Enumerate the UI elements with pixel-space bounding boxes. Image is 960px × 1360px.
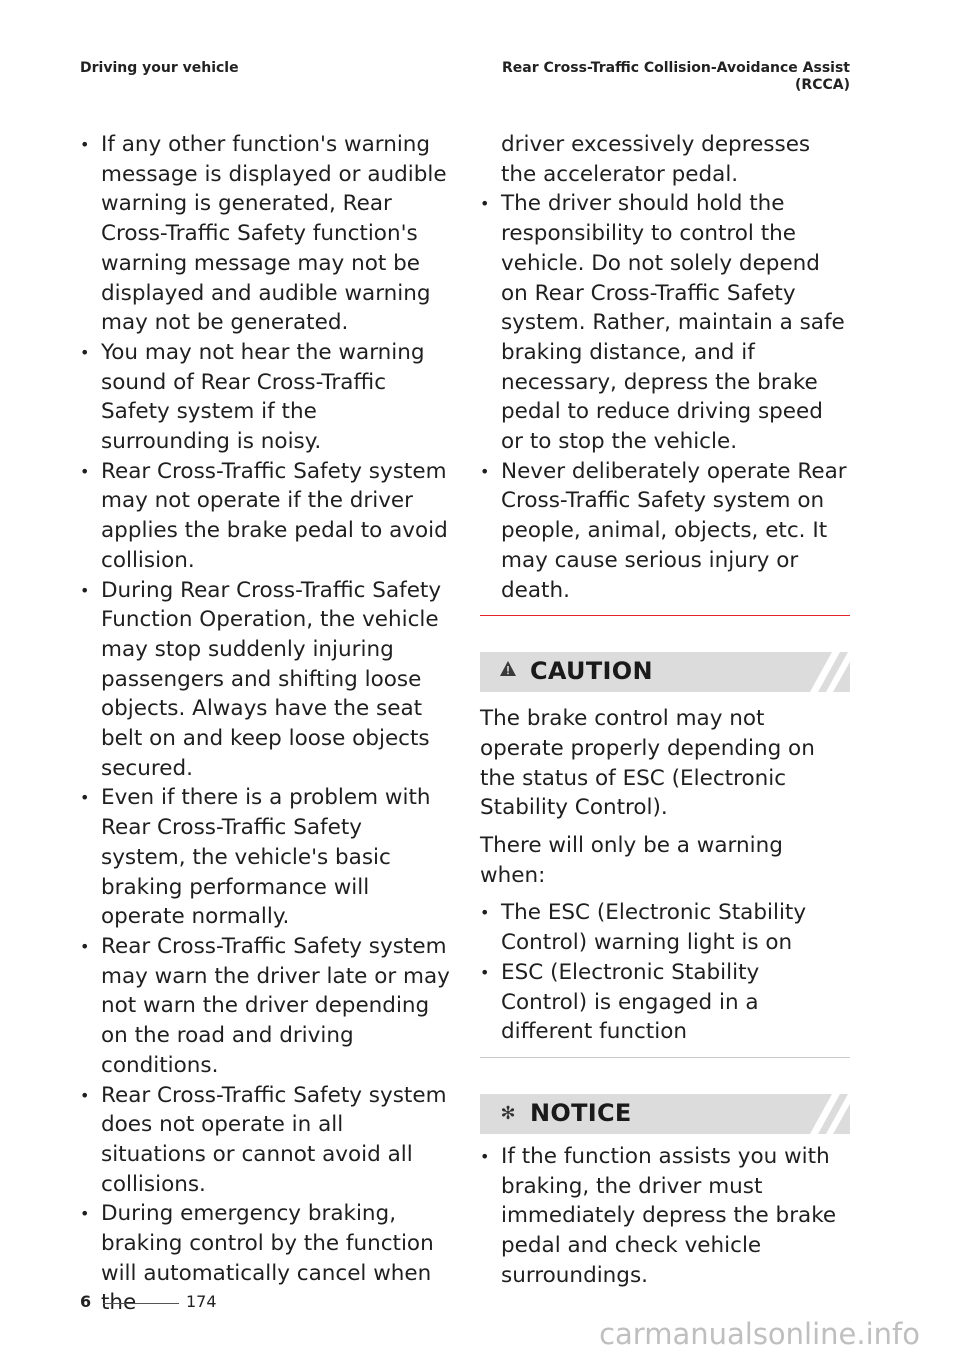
caution-paragraph: There will only be a warning when:: [480, 833, 783, 888]
topic-header: Rear Cross-Traffic Collision-Avoidance A…: [450, 60, 850, 94]
warning-separator: [480, 615, 850, 617]
list-item-text: The driver should hold the responsibilit…: [501, 191, 845, 455]
banner-slashes-decoration: [810, 652, 850, 693]
list-item-text: Never deliberately operate Rear Cross-Tr…: [501, 458, 847, 603]
list-item: • Rear Cross-Traffic Safety system may wa…: [80, 932, 450, 1081]
notice-bullet-list: • If the function assists you with brakin…: [480, 1142, 850, 1291]
bullet-dot: •: [480, 194, 490, 214]
section-header: Driving your vehicle: [80, 60, 239, 76]
list-item: • Even if there is a problem with Rear Cr…: [80, 783, 450, 932]
notice-title: NOTICE: [530, 1099, 632, 1128]
caution-title: CAUTION: [530, 657, 653, 686]
list-item-text: During emergency braking, braking contro…: [101, 1201, 434, 1316]
left-bullet-list: • If any other function's warning message…: [80, 130, 450, 1318]
topic-header-line-2: (RCCA): [795, 77, 850, 93]
list-item: • Rear Cross-Traffic Safety system may no…: [80, 457, 450, 576]
caution-separator: [480, 1056, 850, 1058]
continued-text: driver excessively depresses the acceler…: [501, 132, 811, 187]
caution-paragraph: The brake control may not operate proper…: [480, 706, 815, 821]
list-item: • ESC (Electronic Stability Control) is e…: [480, 958, 850, 1047]
list-item-text: Rear Cross-Traffic Safety system may war…: [101, 933, 450, 1078]
list-item: • Never deliberately operate Rear Cross-T…: [480, 457, 850, 606]
caution-banner: CAUTION: [480, 652, 850, 693]
list-item-text: Even if there is a problem with Rear Cro…: [101, 785, 431, 930]
list-item-text: You may not hear the warning sound of Re…: [101, 339, 425, 455]
list-item-text: If the function assists you with braking…: [501, 1143, 837, 1288]
bullet-dot: •: [80, 342, 90, 362]
list-item-text: Rear Cross-Traffic Safety system may not…: [101, 458, 448, 573]
list-item: • The ESC (Electronic Stability Control) …: [480, 898, 850, 957]
notice-banner: ✻ NOTICE: [480, 1093, 850, 1134]
bullet-dot: •: [80, 461, 90, 481]
list-item: • Rear Cross-Traffic Safety system does n…: [80, 1081, 450, 1200]
list-item-text: If any other function's warning message …: [101, 132, 447, 336]
left-column: • If any other function's warning message…: [80, 130, 450, 1318]
bullet-dot: •: [480, 903, 490, 923]
right-column: driver excessively depresses the acceler…: [480, 130, 850, 1291]
list-item-text: During Rear Cross-Traffic Safety Functio…: [101, 577, 442, 781]
bullet-dot: •: [80, 1204, 90, 1224]
bullet-dot: •: [80, 135, 90, 154]
list-item: • The driver should hold the responsibili…: [480, 189, 850, 456]
list-item: • You may not hear the warning sound of R…: [80, 338, 450, 457]
list-item-text: Rear Cross-Traffic Safety system does no…: [101, 1082, 447, 1197]
bullet-dot: •: [480, 962, 490, 982]
banner-slashes-decoration: [810, 1093, 850, 1134]
list-item: • During emergency braking, braking contr…: [80, 1199, 450, 1318]
list-item-text: The ESC (Electronic Stability Control) w…: [501, 900, 807, 956]
watermark: carmanualsonline.info: [599, 1317, 920, 1351]
page-number: 174: [186, 1292, 217, 1311]
bullet-dot: •: [80, 580, 90, 600]
footer-rule: [103, 1303, 179, 1304]
caution-bullet-list: • The ESC (Electronic Stability Control) …: [480, 898, 850, 1047]
list-item: • If the function assists you with brakin…: [480, 1142, 850, 1291]
bullet-dot: •: [480, 461, 490, 481]
topic-header-line-1: Rear Cross-Traffic Collision-Avoidance A…: [502, 60, 850, 76]
warning-triangle-icon: [496, 657, 520, 687]
list-item: • If any other function's warning message…: [80, 130, 450, 338]
bullet-dot: •: [480, 1146, 490, 1166]
bullet-dot: •: [80, 1085, 90, 1105]
list-item: • During Rear Cross-Traffic Safety Functi…: [80, 576, 450, 784]
bullet-dot: •: [80, 936, 90, 956]
list-item-text: ESC (Electronic Stability Control) is en…: [501, 959, 760, 1045]
chapter-number: 6: [80, 1292, 92, 1311]
right-bullet-list: • The driver should hold the responsibili…: [480, 189, 850, 605]
asterisk-icon: ✻: [500, 1103, 516, 1125]
bullet-dot: •: [80, 788, 90, 808]
